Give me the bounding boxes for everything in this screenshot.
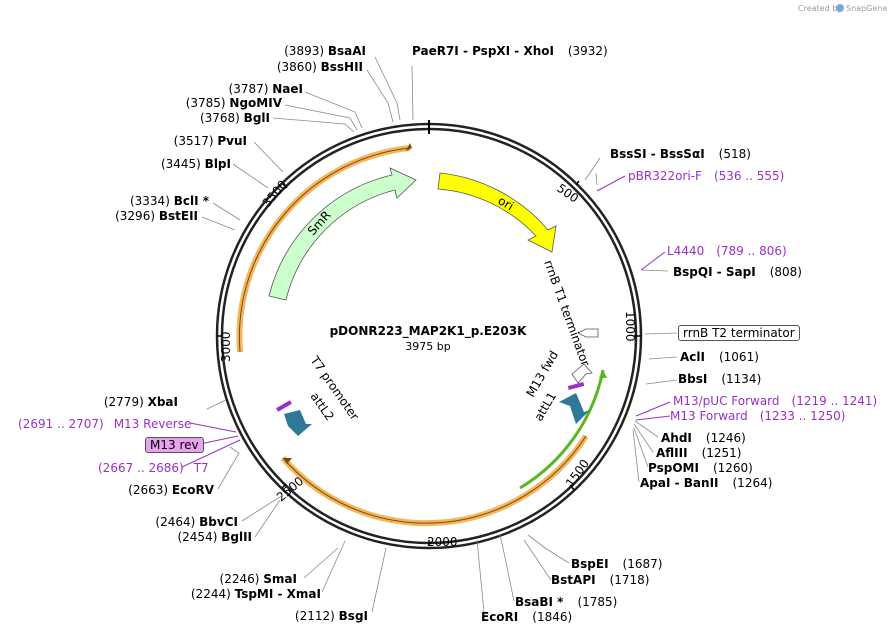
tick-label-3500: 3500 xyxy=(260,178,290,210)
m13-fwd-primer-site xyxy=(567,381,585,391)
site-label-ecorv: (2663) EcoRV xyxy=(128,483,214,497)
site-label-smai: (2246) SmaI xyxy=(219,572,297,586)
ori-feature xyxy=(437,172,557,253)
green-arc xyxy=(519,369,605,490)
site-label-bsssi: BssSI - BssSαI(518) xyxy=(610,147,751,161)
tick-mark-2500 xyxy=(281,483,287,489)
site-label-bspqi-sapi: BspQI - SapI(808) xyxy=(673,265,802,279)
tick-mark-3500 xyxy=(282,183,288,189)
tick-label-1000: 1000 xyxy=(623,311,637,342)
primer-label-m13-reverse: (2691 .. 2707)M13 Reverse xyxy=(18,417,192,431)
m13-rev-box: M13 rev xyxy=(145,437,204,453)
site-label-bsabi: BsaBI *(1785) xyxy=(515,595,618,609)
primer-label-l4440: L4440(789 .. 806) xyxy=(667,244,787,258)
primer-label-t7: (2667 .. 2686)T7 xyxy=(98,461,209,475)
site-label-bsgi: (2112) BsgI xyxy=(294,609,368,623)
tick-label-2000: 2000 xyxy=(427,535,458,549)
site-label-apai-banii: ApaI - BanII(1264) xyxy=(640,476,773,490)
smr-feature xyxy=(268,167,417,301)
primer-label-m13-forward: M13 Forward(1233 .. 1250) xyxy=(670,409,846,423)
ori-label: ori xyxy=(496,193,517,213)
site-label-pspomi: PspOMI(1260) xyxy=(648,461,753,475)
snapgene-logo-icon xyxy=(836,4,844,12)
snapgene-brand: SnapGene xyxy=(846,4,887,13)
site-label-bsaai: (3893) BsaAI xyxy=(284,44,366,58)
site-label-bsteii: (3296) BstEII xyxy=(115,209,198,223)
site-label-pvui: (3517) PvuI xyxy=(173,134,247,148)
plasmid-name: pDONR223_MAP2K1_p.E203K xyxy=(330,324,528,339)
site-label-bbsi: BbsI(1134) xyxy=(678,372,762,386)
site-top-pos: (3932) xyxy=(567,44,608,58)
orange-arc-bottom-arrow-icon xyxy=(283,458,292,464)
site-label-naei: (3787) NaeI xyxy=(228,82,303,96)
attl2-feature xyxy=(284,410,312,436)
site-label-blpi: (3445) BlpI xyxy=(160,157,231,171)
site-label-bglii: (2454) BglII xyxy=(177,530,252,544)
site-label-bcli: (3334) BclI * xyxy=(129,194,209,208)
rrnb-t2-terminator-feature xyxy=(577,328,599,338)
attl1-feature xyxy=(559,393,590,424)
site-label-bbvci: (2464) BbvCI xyxy=(155,515,238,529)
t7-promoter-primer-site xyxy=(276,400,292,412)
site-label-ngomiv: (3785) NgoMIV xyxy=(185,96,282,110)
tick-mark-1500 xyxy=(569,484,575,491)
site-label-bstapi: BstAPI(1718) xyxy=(551,573,650,587)
rrnb-t1-terminator-feature xyxy=(571,363,593,384)
site-label-xbai: (2779) XbaI xyxy=(103,395,178,409)
orange-arc-bottom-core xyxy=(282,435,587,524)
site-label-bsshii: (3860) BssHII xyxy=(276,60,363,74)
site-leader-lines xyxy=(201,56,678,613)
tick-mark-500 xyxy=(575,180,580,186)
orange-arc-top-left-core xyxy=(238,147,411,353)
site-label-acli: AclI(1061) xyxy=(680,350,759,364)
tick-marks xyxy=(217,180,641,546)
site-top-label: PaeR7I - PspXI - XhoI (3932) xyxy=(412,44,608,58)
green-arc-arrow-icon xyxy=(599,370,607,378)
site-top-name: PaeR7I - PspXI - XhoI xyxy=(412,44,554,58)
site-label-bgli: (3768) BglI xyxy=(199,111,270,125)
site-label-ahdi: AhdI(1246) xyxy=(661,431,746,445)
orange-arc-top-left-arrow-icon xyxy=(406,143,412,151)
primer-label-m13-puc-forward: M13/pUC Forward(1219 .. 1241) xyxy=(673,394,878,408)
created-by-text: Created by xyxy=(798,4,842,13)
site-label-ecori: EcoRI(1846) xyxy=(481,610,573,624)
primer-leader-lines xyxy=(181,175,671,468)
plasmid-size: 3975 bp xyxy=(405,340,450,353)
site-label-tspmi-xmai: (2244) TspMI - XmaI xyxy=(190,587,321,601)
m13-fwd-label: M13 fwd xyxy=(523,348,561,399)
site-label-afliii: AflIII(1251) xyxy=(656,446,742,460)
rrnb-t2-terminator-box: rrnB T2 terminator xyxy=(678,325,800,341)
site-label-bspei: BspEI(1687) xyxy=(571,557,663,571)
primer-label-pbr322ori-f: pBR322ori-F(536 .. 555) xyxy=(628,169,785,183)
tick-label-3000: 3000 xyxy=(219,331,233,362)
